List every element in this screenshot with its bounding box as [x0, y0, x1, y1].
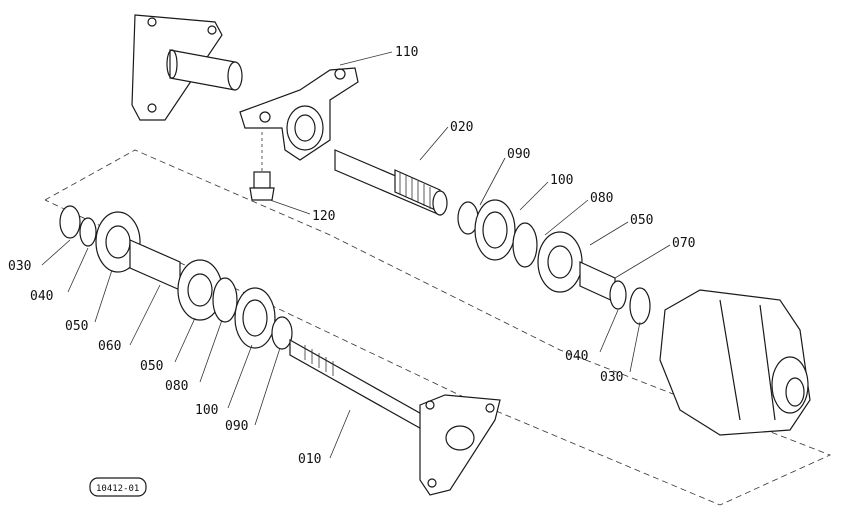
upper-bracket [131, 14, 243, 121]
assembly-boundary [44, 149, 832, 506]
left-ring-stack [59, 205, 293, 350]
label-080-left: 080 [165, 379, 188, 394]
label-020: 020 [450, 120, 473, 135]
upper-shaft [334, 149, 448, 216]
diagram-code-badge: 10412-01 [89, 477, 147, 497]
label-090-right: 090 [507, 147, 530, 162]
label-120: 120 [312, 209, 335, 224]
label-100-right: 100 [550, 173, 573, 188]
label-050-left-b: 050 [140, 359, 163, 374]
right-ring-stack [457, 199, 651, 325]
label-010: 010 [298, 452, 321, 467]
label-110: 110 [395, 45, 418, 60]
diagram-code-text: 10412-01 [96, 484, 139, 494]
label-030-left: 030 [8, 259, 31, 274]
bolt [249, 132, 275, 201]
gearbox [659, 289, 811, 436]
label-090-left: 090 [225, 419, 248, 434]
label-070: 070 [672, 236, 695, 251]
label-030-right: 030 [600, 370, 623, 385]
label-050-right: 050 [630, 213, 653, 228]
bearing-block [239, 67, 359, 161]
leader-lines [41, 51, 671, 459]
part-labels: 110 020 120 090 100 080 050 070 040 030 … [8, 45, 695, 467]
label-100-left: 100 [195, 403, 218, 418]
label-050-left-a: 050 [65, 319, 88, 334]
label-080-right: 080 [590, 191, 613, 206]
label-040-left: 040 [30, 289, 53, 304]
label-060: 060 [98, 339, 121, 354]
lower-shaft [289, 338, 501, 496]
label-040-right: 040 [565, 349, 588, 364]
